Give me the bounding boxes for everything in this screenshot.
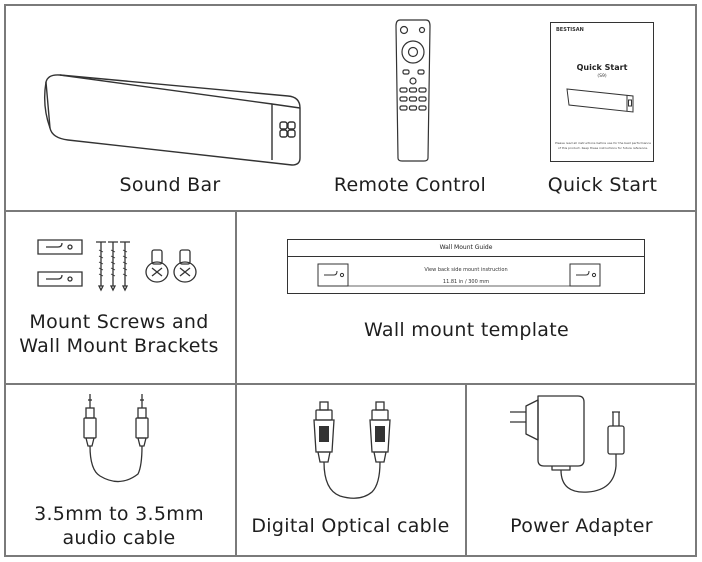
power-adapter-icon xyxy=(510,395,625,493)
wall-anchor-icon xyxy=(145,249,197,283)
sound-bar-icon xyxy=(43,74,301,166)
row-divider-1 xyxy=(4,210,697,212)
booklet-fine-print-1: Please read all instructions before use … xyxy=(555,141,651,145)
remote-control-label: Remote Control xyxy=(333,174,487,196)
column-divider-row3-a xyxy=(235,383,237,557)
column-divider-row2 xyxy=(235,210,237,385)
booklet-sound-bar-icon xyxy=(566,88,634,113)
aux-cable-label-line2: audio cable xyxy=(62,527,176,549)
aux-cable-label-line1: 3.5mm to 3.5mm xyxy=(34,503,204,525)
row-divider-2 xyxy=(4,383,697,385)
template-title: Wall Mount Guide xyxy=(439,244,493,251)
quick-start-label: Quick Start xyxy=(547,174,658,196)
sound-bar-label: Sound Bar xyxy=(119,174,221,196)
screw-icon xyxy=(96,241,130,292)
column-divider-row3-b xyxy=(465,383,467,557)
booklet-fine-print-2: of this product. Keep these instructions… xyxy=(557,146,649,150)
booklet-title: Quick Start xyxy=(576,63,628,72)
template-bracket-left-icon xyxy=(317,263,349,287)
mount-bracket-icon xyxy=(37,239,83,287)
wall-template-icon: Wall Mount Guide View back side mount in… xyxy=(287,239,645,294)
template-distance: 11.81 in / 300 mm xyxy=(442,279,490,285)
aux-cable-icon xyxy=(83,394,149,483)
package-contents-grid xyxy=(4,4,697,557)
power-adapter-label: Power Adapter xyxy=(510,515,653,537)
optical-cable-icon xyxy=(313,401,391,499)
mount-screws-label-line2: Wall Mount Brackets xyxy=(19,335,219,357)
optical-cable-label: Digital Optical cable xyxy=(251,515,450,537)
template-distance-line xyxy=(346,285,582,287)
template-bracket-right-icon xyxy=(569,263,601,287)
remote-control-icon xyxy=(395,19,431,162)
template-instruction: View back side mount instruction xyxy=(424,267,508,273)
booklet-brand: BESTISAN xyxy=(556,27,584,33)
quick-start-booklet-icon: BESTISAN Quick Start (S9) Please read al… xyxy=(550,22,654,162)
wall-mount-template-label: Wall mount template xyxy=(364,319,569,341)
booklet-model: (S9) xyxy=(597,74,607,79)
mount-screws-label-line1: Mount Screws and xyxy=(29,311,209,333)
